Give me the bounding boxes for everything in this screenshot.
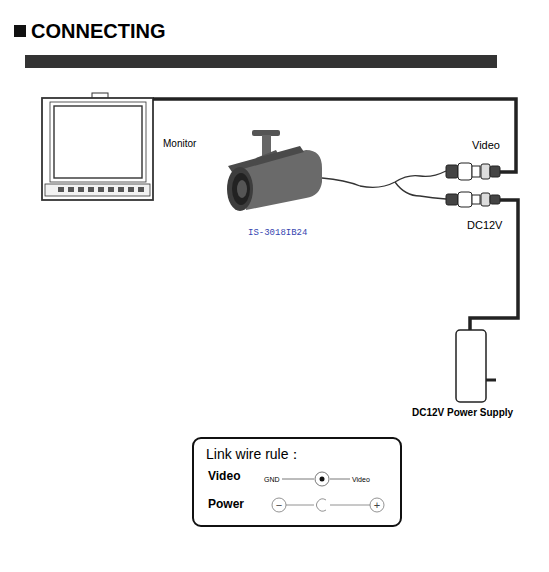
- wire-line: [330, 505, 370, 506]
- title: CONNECTING: [31, 20, 165, 42]
- power-connector: [446, 192, 500, 207]
- video-connector: [446, 163, 500, 180]
- video-cable: [153, 99, 516, 172]
- camera-illustration: [227, 130, 360, 211]
- row-label: Power: [208, 498, 244, 511]
- signal-label: DC12V: [467, 219, 502, 231]
- wire-line: [286, 505, 314, 506]
- terminal-symbol: [272, 498, 286, 512]
- polarity-sign: −: [276, 499, 282, 511]
- rca-symbol: [315, 472, 329, 486]
- model-number: IS-3018IB24: [248, 229, 307, 239]
- title-bullet: [14, 25, 26, 37]
- part-label: Monitor: [163, 138, 196, 149]
- dc-jack-symbol: [317, 499, 326, 511]
- camera-cable: [395, 182, 446, 199]
- terminal-symbol: [370, 498, 384, 512]
- row-label: Video: [208, 470, 240, 483]
- power-supply-illustration: [456, 330, 496, 402]
- rca-pin: [320, 477, 325, 482]
- pin-name: Video: [352, 476, 370, 484]
- wire-line: [282, 479, 314, 480]
- rule-box: Link wire rule： Video GND VideoPower − +: [192, 437, 402, 527]
- camera-cable: [360, 171, 446, 187]
- pin-name: GND: [264, 476, 280, 484]
- polarity-sign: +: [374, 499, 380, 511]
- header-bar: [25, 55, 497, 68]
- monitor-illustration: [42, 93, 153, 200]
- wire-line: [330, 479, 350, 480]
- signal-label: Video: [472, 139, 500, 151]
- box-heading: Link wire rule：: [206, 447, 302, 462]
- part-label: DC12V Power Supply: [412, 407, 513, 418]
